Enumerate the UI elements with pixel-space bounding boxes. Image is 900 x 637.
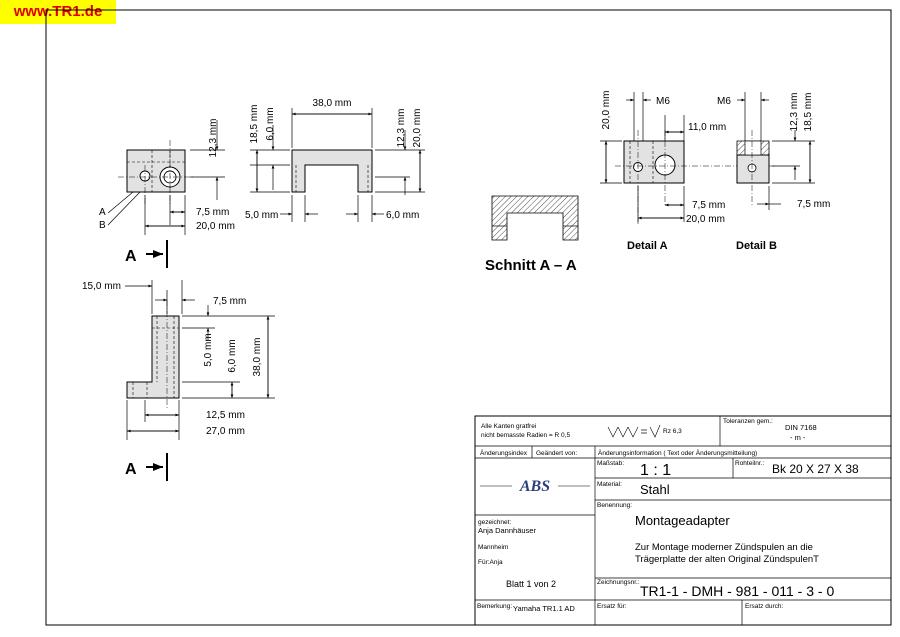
detail-b-m6: M6 — [717, 96, 731, 107]
tb-massstab-label: Maßstab: — [597, 460, 624, 467]
tb-material-label: Material: — [597, 481, 622, 488]
tb-fuer: Für:Anja — [478, 559, 503, 566]
detail-b-label: Detail B — [736, 240, 777, 252]
tb-desc-line1: Zur Montage moderner Zündspulen an die — [635, 542, 813, 553]
dim-bottom-38-0: 38,0 mm — [252, 338, 263, 377]
tb-benennung-label: Benennung: — [597, 502, 632, 509]
dim-side-5-0: 5,0 mm — [245, 210, 278, 221]
detail-b-view — [736, 92, 815, 210]
detail-a-m6: M6 — [656, 96, 670, 107]
label-b-leader: B — [99, 220, 106, 231]
sheet-border — [45, 9, 892, 626]
dim-bottom-12-5: 12,5 mm — [206, 410, 245, 421]
dim-side-18-5: 18,5 mm — [249, 105, 260, 144]
detail-a-view — [600, 92, 775, 225]
tb-tol-label: Toleranzen gem.: — [723, 418, 773, 425]
dim-front-20-0: 20,0 mm — [196, 221, 235, 232]
detail-b-18-5: 18,5 mm — [803, 93, 814, 132]
tb-gez: Anja Dannhäuser — [478, 526, 536, 535]
tb-blatt: Blatt 1 von 2 — [506, 579, 556, 589]
tb-bemerkung: Yamaha TR1.1 AD — [513, 604, 575, 613]
detail-a-20-0: 20,0 mm — [601, 91, 612, 130]
site-badge[interactable]: www.TR1.de — [0, 0, 116, 24]
dim-front-7-5: 7,5 mm — [196, 207, 229, 218]
detail-a-7-5: 7,5 mm — [692, 200, 725, 211]
dim-front-12-3: 12,3 mm — [208, 119, 219, 158]
tb-gez-label: gezeichnet: — [478, 519, 511, 526]
tb-surface: Rz 6,3 — [663, 428, 682, 435]
dim-bottom-5-0: 5,0 mm — [203, 333, 214, 366]
dim-side-12-3: 12,3 mm — [396, 109, 407, 148]
dim-bottom-27-0: 27,0 mm — [206, 426, 245, 437]
dim-side-38-0: 38,0 mm — [313, 98, 352, 109]
tb-rohteil-label: Rohteilnr.: — [735, 460, 764, 467]
label-a-leader: A — [99, 207, 106, 218]
section-a-a-view — [491, 195, 579, 241]
tb-rohteil: Bk 20 X 27 X 38 — [772, 462, 859, 476]
tb-material: Stahl — [640, 482, 670, 497]
tb-notes-line1: Alle Kanten gratfrei — [481, 423, 536, 430]
side-view-channel — [250, 108, 425, 222]
dim-side-6-0b: 6,0 mm — [386, 210, 419, 221]
section-label-upper: A — [125, 248, 137, 265]
section-label-lower: A — [125, 461, 137, 478]
tb-mannheim: Mannheim — [478, 544, 508, 551]
detail-a-11-0: 11,0 mm — [688, 122, 726, 133]
title-block: ABS — [474, 415, 892, 626]
dim-side-20-0: 20,0 mm — [412, 109, 423, 148]
tb-ersatz-fuer: Ersatz für: — [597, 603, 627, 610]
svg-text:ABS: ABS — [519, 478, 550, 495]
tb-benennung: Montageadapter — [635, 513, 730, 528]
dim-bottom-6-0: 6,0 mm — [227, 339, 238, 372]
tb-ersatz-durch: Ersatz durch: — [745, 603, 783, 610]
tb-zeich-label: Zeichnungsnr.: — [597, 579, 640, 586]
detail-a-20-0b: 20,0 mm — [686, 214, 725, 225]
dim-side-6-0: 6,0 mm — [265, 107, 276, 140]
detail-b-12-3: 12,3 mm — [789, 93, 800, 132]
front-view — [107, 120, 225, 235]
section-marker-lower — [146, 453, 168, 481]
dim-bottom-7-5: 7,5 mm — [213, 296, 246, 307]
tb-desc-line2: Trägerplatte der alten Original Zündspul… — [635, 554, 819, 565]
tb-notes-line2: nicht bemasste Radien = R 0,5 — [481, 432, 570, 439]
tb-massstab: 1 : 1 — [640, 462, 671, 479]
detail-a-label: Detail A — [627, 240, 668, 252]
tb-aend-index: Änderungsindex — [480, 449, 528, 457]
tb-tol-value: DIN 7168 — [785, 423, 817, 432]
tb-bem-label: Bemerkung: — [477, 603, 512, 610]
tb-zeichnungsnr: TR1-1 - DMH - 981 - 011 - 3 - 0 — [640, 583, 834, 599]
section-marker-upper — [146, 240, 168, 268]
detail-b-7-5: 7,5 mm — [797, 199, 830, 210]
tb-aend-info: Änderungsinformation ( Text oder Änderun… — [598, 449, 757, 457]
section-title: Schnitt A – A — [485, 257, 577, 274]
tb-tol-class: - m - — [790, 433, 806, 442]
bottom-view — [125, 280, 275, 440]
dim-bottom-15-0: 15,0 mm — [82, 281, 121, 292]
tb-geaendert: Geändert von: — [536, 450, 577, 457]
